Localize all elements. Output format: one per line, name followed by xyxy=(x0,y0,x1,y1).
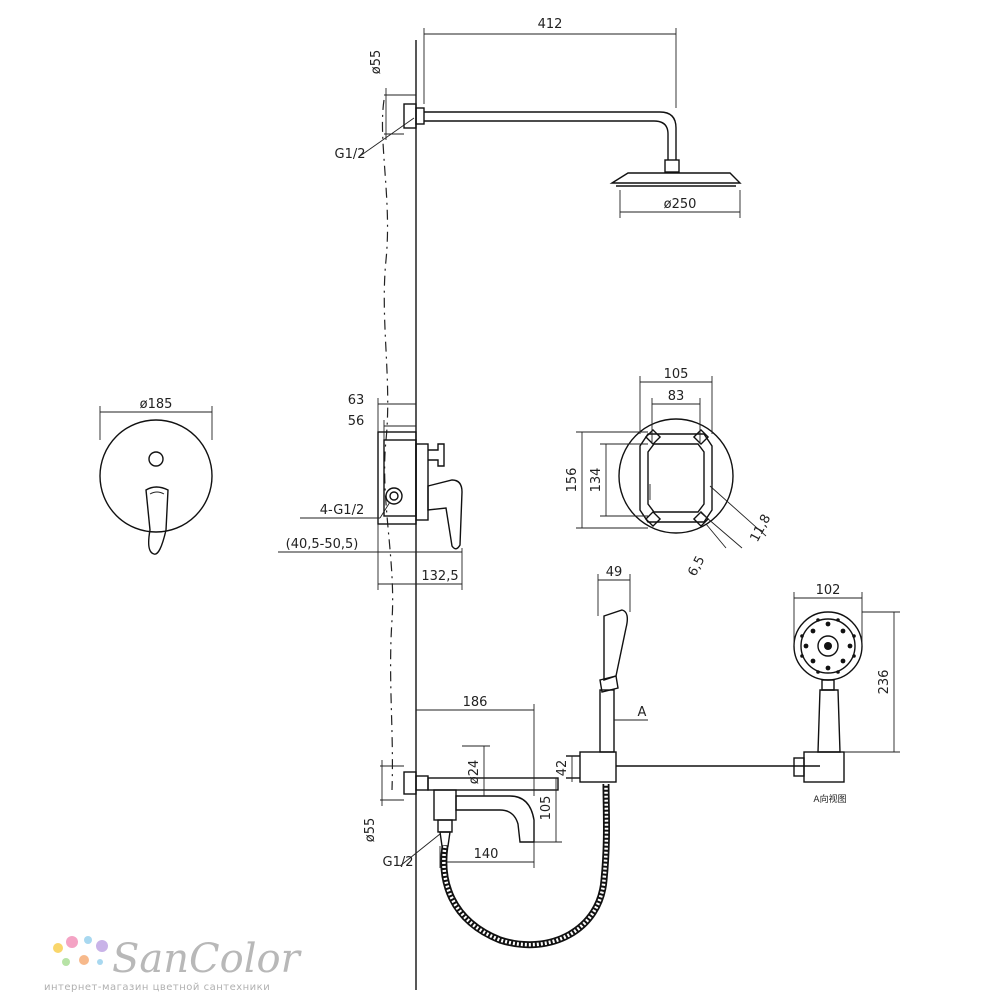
logo-dot xyxy=(79,955,89,965)
hand-shower-front xyxy=(793,611,863,783)
dim-hole-size: 11,8 xyxy=(747,512,774,545)
dim-spout-length: 186 xyxy=(463,695,488,710)
bath-spout xyxy=(403,771,559,847)
hand-shower-side xyxy=(566,609,820,783)
brand-logo: SanColor интернет-магазин цветной сантех… xyxy=(44,936,303,993)
dim-arm-length: 412 xyxy=(538,17,563,32)
dim-wall-range: (40,5-50,5) xyxy=(286,537,359,552)
dim-spout-reach: 140 xyxy=(474,847,499,862)
dim-plate-diameter: ø185 xyxy=(140,397,173,412)
dim-holder-height: 42 xyxy=(555,760,570,777)
wall-plate-front xyxy=(99,419,213,555)
logo-dot xyxy=(97,959,103,965)
hidden-pipe xyxy=(381,99,394,791)
dim-box-width-inner: 83 xyxy=(668,389,685,404)
view-caption: A向视图 xyxy=(813,793,846,805)
logo-dot xyxy=(66,936,78,948)
flexible-hose xyxy=(440,783,610,949)
view-marker: A xyxy=(638,705,647,720)
logo-dot xyxy=(96,940,108,952)
dim-handle-width: 49 xyxy=(606,565,623,580)
brand-name: SanColor xyxy=(112,936,303,982)
dim-box-width-outer: 105 xyxy=(664,367,689,382)
dim-hand-length: 236 xyxy=(877,670,892,695)
dim-thread-top: G1/2 xyxy=(335,147,366,162)
dim-mixer-depth: 132,5 xyxy=(421,569,458,584)
mixer-side-view xyxy=(377,431,463,550)
dim-inlet-threads: 4-G1/2 xyxy=(320,503,364,518)
dim-flange-bottom: ø55 xyxy=(363,818,378,843)
dim-thread-bottom: G1/2 xyxy=(383,855,414,870)
dim-body-depth-outer: 63 xyxy=(348,393,365,408)
logo-dot xyxy=(84,936,92,944)
logo-dot xyxy=(62,958,70,966)
dim-body-depth-inner: 56 xyxy=(348,414,365,429)
dim-box-height-inner: 134 xyxy=(589,468,604,493)
overhead-shower xyxy=(403,103,742,218)
brand-tagline: интернет-магазин цветной сантехники xyxy=(44,982,270,993)
dim-spout-diameter: ø24 xyxy=(467,760,482,785)
dim-box-height-outer: 156 xyxy=(565,468,580,493)
dim-hole-offset: 6,5 xyxy=(685,554,708,579)
dim-spout-height: 105 xyxy=(539,796,554,821)
mounting-box xyxy=(618,418,734,534)
logo-dot xyxy=(53,943,63,953)
dim-flange-top: ø55 xyxy=(369,50,384,75)
dim-hand-head-width: 102 xyxy=(816,583,841,598)
dim-head-diameter: ø250 xyxy=(664,197,697,212)
